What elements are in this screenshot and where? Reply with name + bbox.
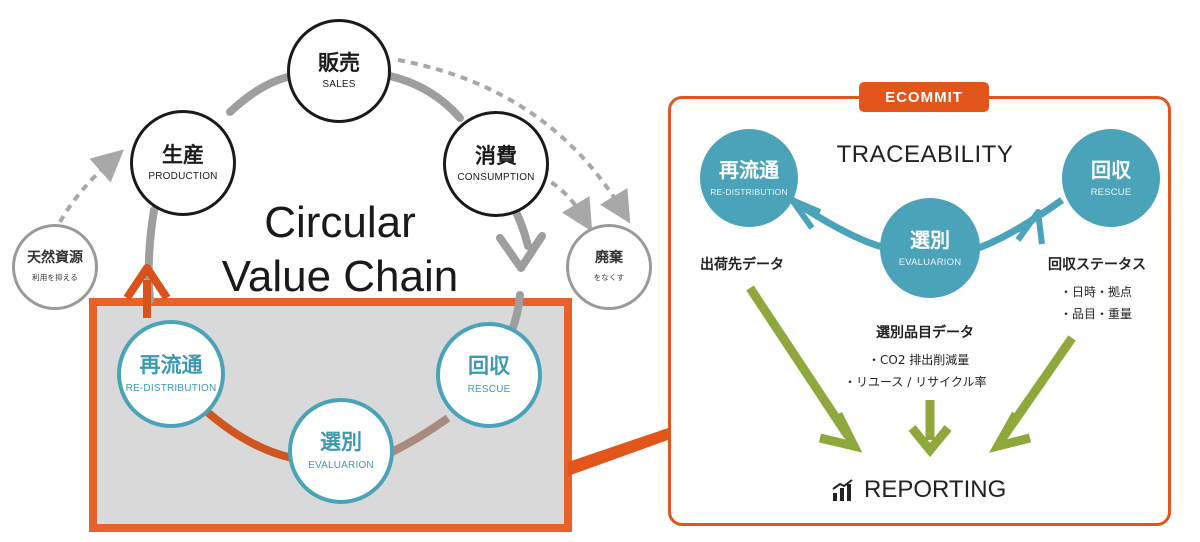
node-sorting-en: EVALUARION xyxy=(308,460,374,472)
node-consumption: 消費 CONSUMPTION xyxy=(443,111,549,217)
panel-node-redistribution-en: RE-DISTRIBUTION xyxy=(710,187,788,197)
node-production-en: PRODUCTION xyxy=(148,171,218,183)
node-sales: 販売 SALES xyxy=(287,19,391,123)
node-disposal-en: をなくす xyxy=(593,272,625,282)
lower-arc-left xyxy=(202,407,293,462)
panel-node-rescue-en: RESCUE xyxy=(1090,186,1132,198)
panel-teal-arrowhead-right xyxy=(1015,209,1045,245)
node-production-jp: 生産 xyxy=(162,142,204,167)
panel-node-rescue: 回収 RESCUE xyxy=(1062,129,1160,227)
ring-arrowhead xyxy=(496,232,546,272)
sorted-items-data-label: 選別品目データ xyxy=(876,325,974,341)
rescue-bullet-1: ・日時・拠点 xyxy=(1060,285,1133,299)
callout-connector xyxy=(568,428,668,476)
node-redistribution-jp: 再流通 xyxy=(139,352,203,377)
node-disposal-jp: 廃棄 xyxy=(595,250,623,267)
ecommit-badge: ECOMMIT xyxy=(859,82,989,112)
reporting: REPORTING xyxy=(832,476,1006,504)
node-natural-resources: 天然資源 利用を抑える xyxy=(12,224,98,310)
node-consumption-jp: 消費 xyxy=(475,143,517,168)
redistribution-up-arrowhead xyxy=(123,264,171,301)
node-sales-en: SALES xyxy=(322,79,356,91)
node-production: 生産 PRODUCTION xyxy=(130,110,236,216)
shipping-data-label: 出荷先データ xyxy=(700,257,784,273)
node-redistribution: 再流通 RE-DISTRIBUTION xyxy=(117,320,225,428)
node-redistribution-en: RE-DISTRIBUTION xyxy=(125,383,217,395)
node-sorting-jp: 選別 xyxy=(320,429,362,454)
node-sorting: 選別 EVALUARION xyxy=(288,398,394,504)
node-sales-jp: 販売 xyxy=(318,50,360,75)
dashed-arrow-consumption-to-disposal xyxy=(539,174,593,232)
panel-green-arrows xyxy=(746,285,1076,458)
node-consumption-en: CONSUMPTION xyxy=(457,172,535,184)
node-natural-resources-jp: 天然資源 xyxy=(27,250,83,267)
dashed-arrow-resource-to-production xyxy=(58,149,124,223)
panel-node-sorting-en: EVALUARION xyxy=(898,256,962,268)
panel-node-rescue-jp: 回収 xyxy=(1091,157,1131,182)
center-title: Circular Value Chain xyxy=(190,196,490,304)
sorted-bullet-1: ・CO2 排出削減量 xyxy=(868,353,970,367)
node-natural-resources-en: 利用を抑える xyxy=(32,272,78,282)
node-rescue: 回収 RESCUE xyxy=(436,322,542,428)
node-rescue-jp: 回収 xyxy=(468,353,510,378)
traceability-heading: TRACEABILITY xyxy=(836,141,1014,168)
center-title-line2: Value Chain xyxy=(221,252,459,301)
node-disposal: 廃棄 をなくす xyxy=(566,224,652,310)
lower-arc-right xyxy=(390,414,451,456)
cycle-ring xyxy=(144,72,532,334)
sorted-bullet-2: ・リユース / リサイクル率 xyxy=(844,375,987,389)
panel-node-redistribution-jp: 再流通 xyxy=(719,158,779,182)
panel-node-sorting: 選別 EVALUARION xyxy=(880,198,980,298)
rescue-status-label: 回収ステータス xyxy=(1048,257,1146,273)
bar-chart-icon xyxy=(832,479,853,501)
reporting-label: REPORTING xyxy=(864,476,1007,503)
center-title-line1: Circular xyxy=(264,198,416,247)
node-rescue-en: RESCUE xyxy=(467,384,511,396)
panel-node-redistribution: 再流通 RE-DISTRIBUTION xyxy=(700,129,798,227)
rescue-bullet-2: ・品目・重量 xyxy=(1060,307,1133,321)
panel-node-sorting-jp: 選別 xyxy=(910,227,950,252)
